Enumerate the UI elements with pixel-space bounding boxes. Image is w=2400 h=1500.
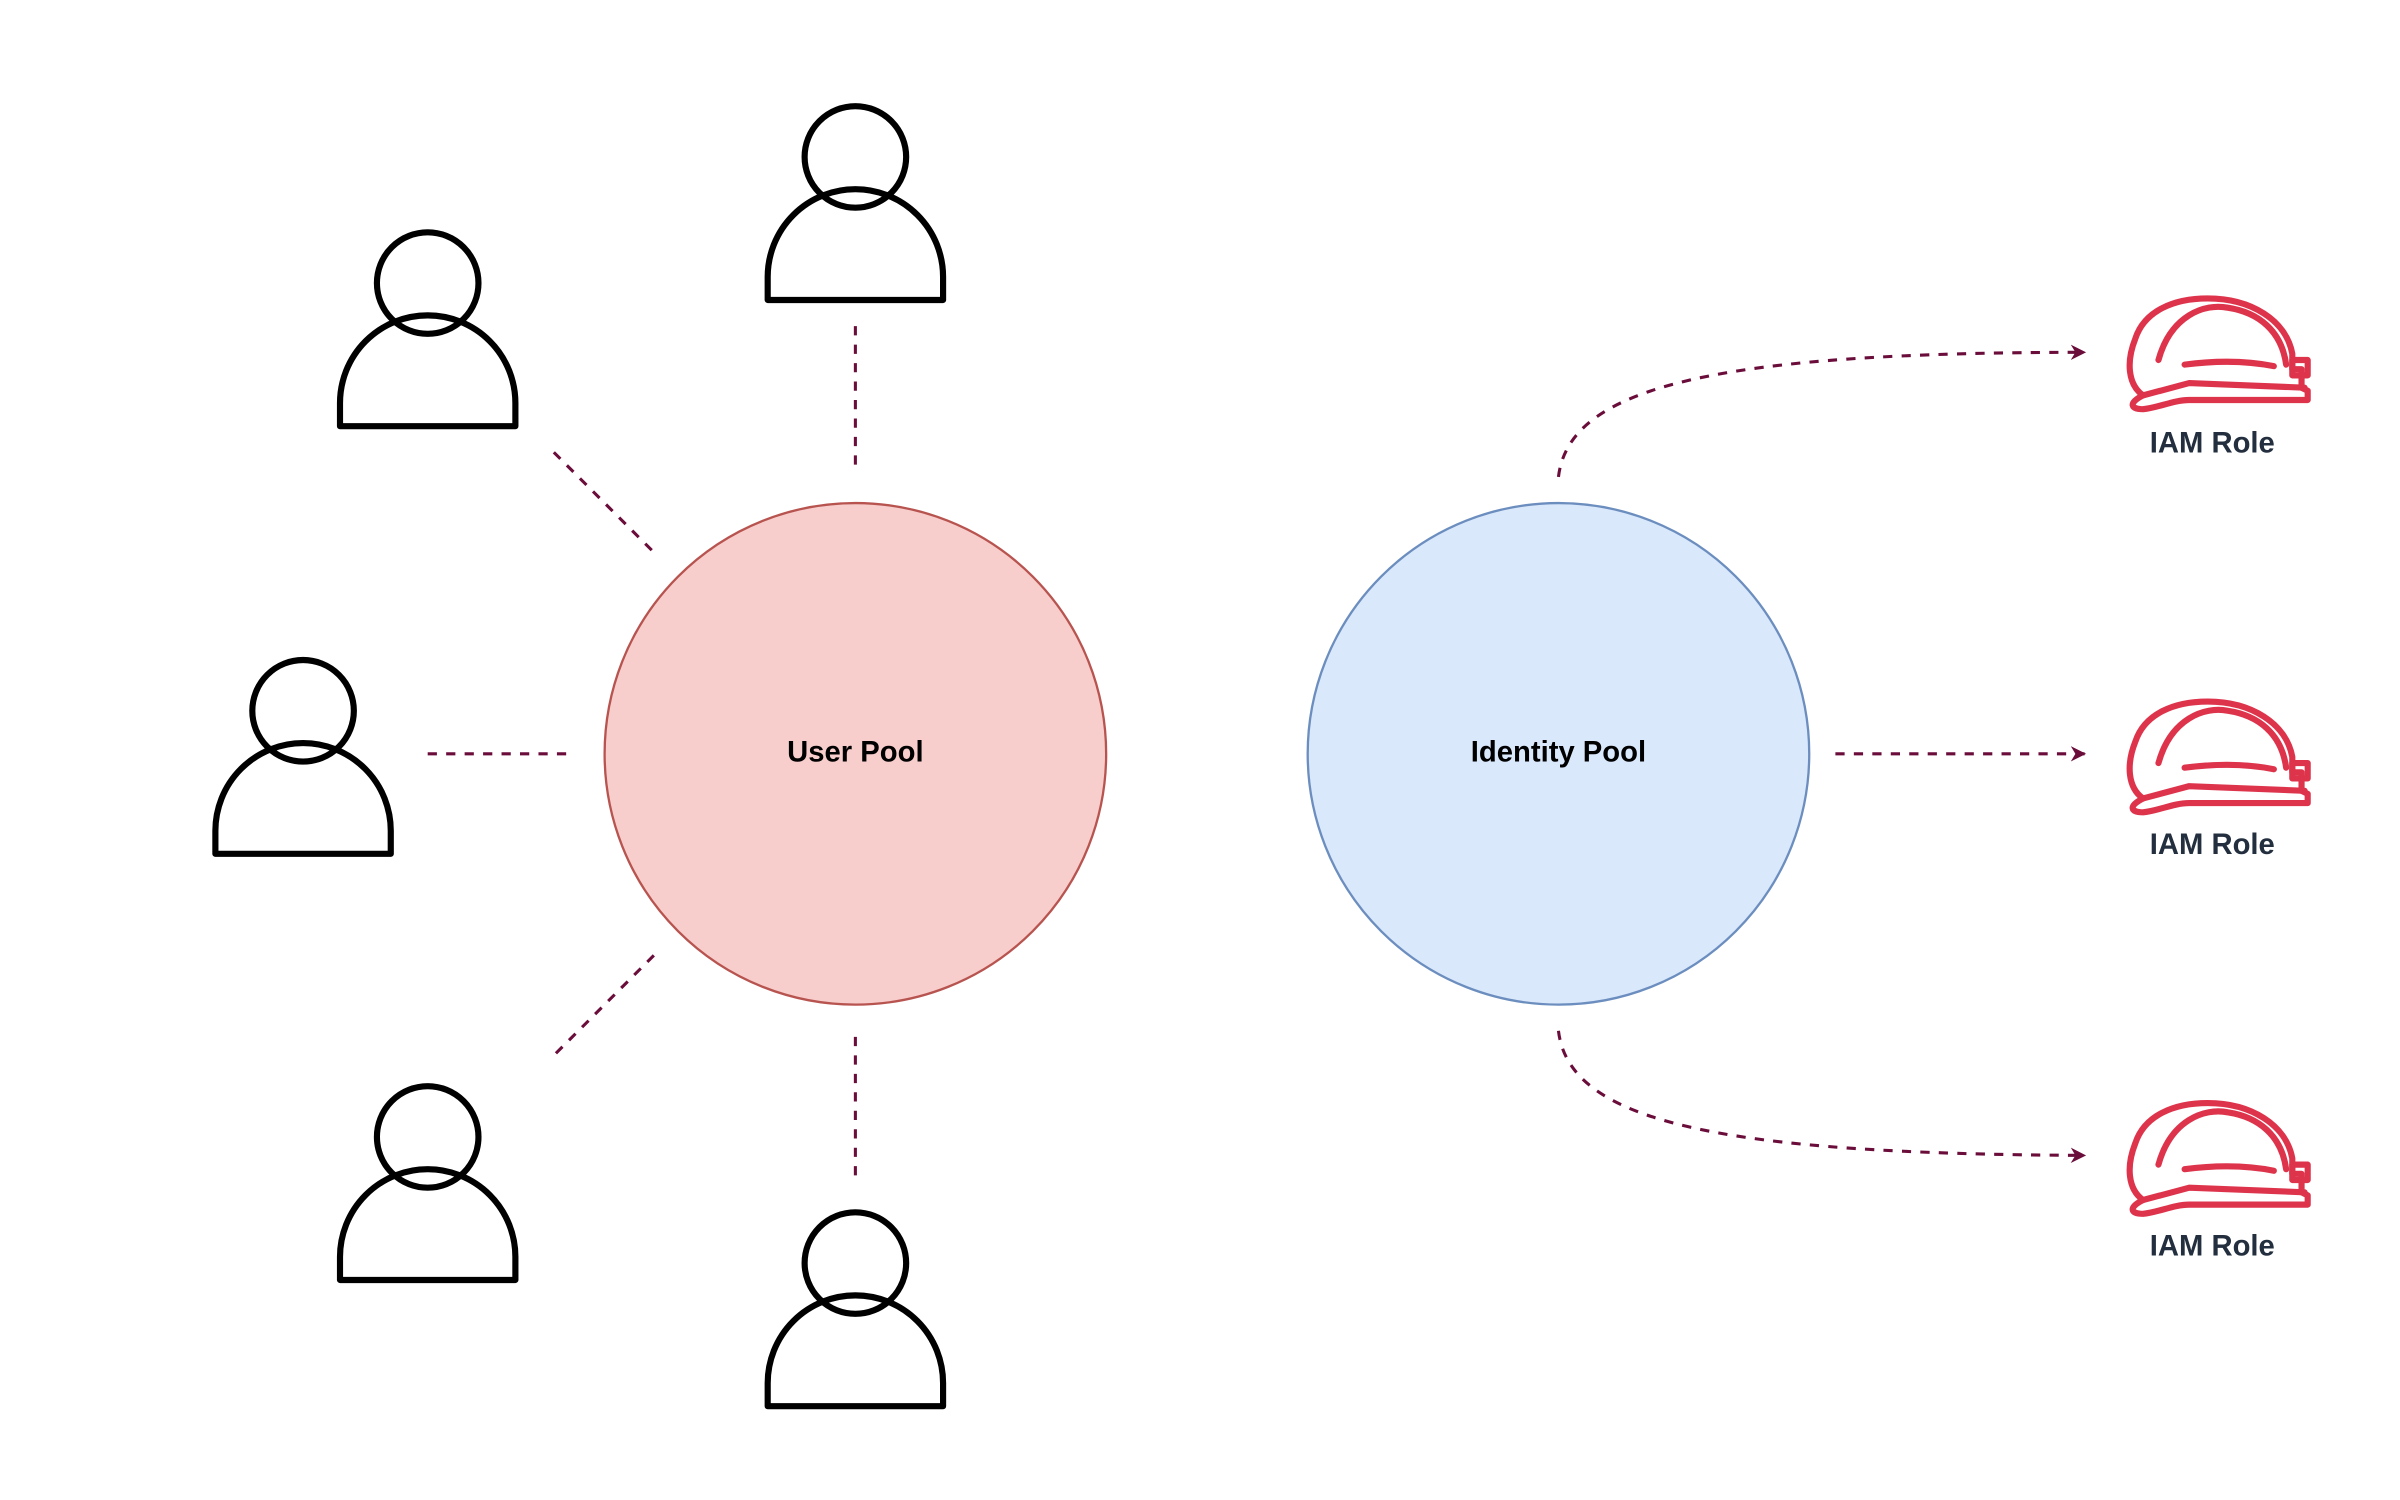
connector-user-lower-left bbox=[552, 954, 655, 1057]
user-icon[interactable] bbox=[340, 1086, 515, 1280]
user-pool-circle bbox=[603, 501, 1108, 1006]
iam-role-node-middle[interactable]: IAM Role bbox=[2130, 702, 2308, 861]
helmet-icon bbox=[2130, 298, 2308, 409]
iam-role-node-top[interactable]: IAM Role bbox=[2130, 298, 2308, 459]
identity-pool-node[interactable]: Identity Pool bbox=[1306, 501, 1811, 1006]
helmet-icon bbox=[2130, 1103, 2308, 1214]
user-icon[interactable] bbox=[768, 106, 943, 300]
arrow-to-role-top bbox=[1556, 344, 2087, 478]
iam-role-label: IAM Role bbox=[2150, 829, 2275, 861]
helmet-icon bbox=[2130, 702, 2308, 813]
arrow-to-role-bottom bbox=[1556, 1030, 2087, 1164]
user-icon[interactable] bbox=[215, 660, 390, 854]
iam-role-node-bottom[interactable]: IAM Role bbox=[2130, 1103, 2308, 1262]
connector-user-upper-left bbox=[552, 451, 655, 554]
user-pool-node[interactable]: User Pool bbox=[603, 501, 1108, 1006]
user-icon[interactable] bbox=[768, 1212, 943, 1406]
identity-pool-label: Identity Pool bbox=[1471, 737, 1646, 769]
identity-pool-circle bbox=[1306, 501, 1811, 1006]
user-pool-label: User Pool bbox=[787, 737, 923, 769]
user-icon[interactable] bbox=[340, 232, 515, 426]
iam-role-label: IAM Role bbox=[2150, 427, 2275, 459]
iam-role-label: IAM Role bbox=[2150, 1230, 2275, 1262]
